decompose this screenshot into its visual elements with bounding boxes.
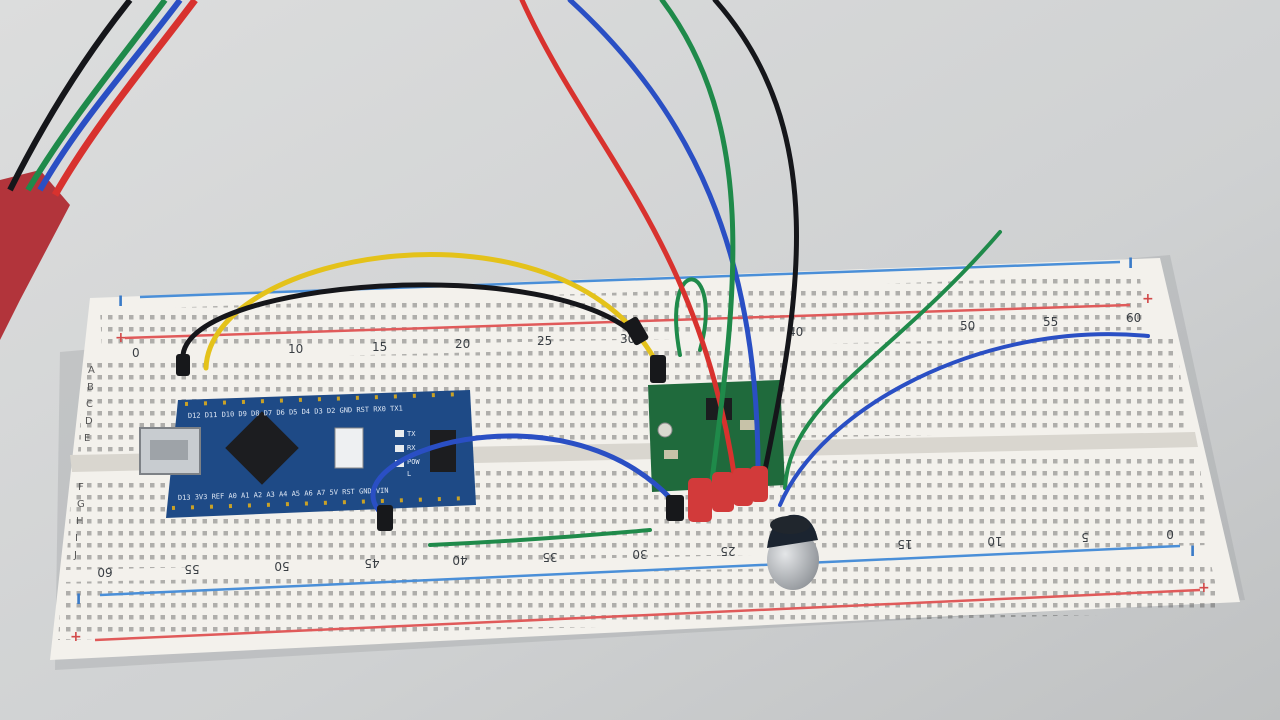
- heatshrink: [733, 468, 753, 506]
- top-column-numbers: 0 10 15 20 25 30 40 50 55 60: [132, 311, 1141, 360]
- row-letter: F: [78, 482, 84, 493]
- nano-led-label: TX: [407, 430, 416, 438]
- cable-bundle: [0, 0, 198, 340]
- col-num-top: 55: [1043, 315, 1058, 329]
- col-num-bottom: 40: [452, 553, 467, 567]
- reset-button[interactable]: [334, 427, 364, 469]
- col-num-bottom: 25: [720, 544, 735, 558]
- wire-green-diagonal: [783, 230, 1002, 490]
- col-num-top: 25: [537, 334, 552, 348]
- rail-minus-sign-top-right: I: [1128, 256, 1133, 272]
- heatshrink: [712, 472, 734, 512]
- bundle-wire-blue: [37, 0, 183, 192]
- top-row-letters: A B C D E: [84, 365, 95, 444]
- row-letter: A: [88, 365, 95, 376]
- arduino-nano: D12 D11 D10 D9 D8 D7 D6 D5 D4 D3 D2 GND …: [139, 390, 476, 518]
- rail-plus-sign-top: +: [115, 330, 127, 346]
- nano-led-label: L: [407, 470, 411, 478]
- bottom-column-numbers: 60 55 50 45 40 35 30 25 15 10 5 0: [97, 527, 1173, 579]
- rail-minus-sign-top: I: [118, 294, 123, 310]
- col-num-bottom: 10: [987, 534, 1002, 548]
- row-letter: C: [86, 399, 93, 410]
- wire-yellow: [203, 252, 658, 371]
- wire-green-arch: [674, 277, 708, 357]
- col-num-bottom: 30: [632, 547, 647, 561]
- rail-minus-sign-bottom-right: I: [1190, 544, 1195, 560]
- top-rail-blue-line: [139, 260, 1121, 299]
- col-num-top: 50: [960, 319, 975, 333]
- nano-led-label: POW: [407, 458, 420, 466]
- bottom-rail-blue-line: [99, 544, 1181, 597]
- row-letter: B: [87, 382, 94, 393]
- col-num-bottom: 55: [184, 562, 199, 576]
- heatshrink: [750, 466, 768, 502]
- row-letter: G: [77, 499, 85, 510]
- bundle-wire-black: [7, 0, 133, 192]
- electrolytic-capacitor: [767, 514, 819, 590]
- wire-blue-right: [778, 332, 1150, 507]
- col-num-bottom: 50: [274, 559, 289, 573]
- wire-blue-long: [567, 0, 761, 483]
- bottom-rail-red-line: [94, 588, 1201, 642]
- rail-plus-sign-top-right: +: [1142, 291, 1154, 307]
- wire-green-long: [659, 0, 736, 483]
- row-letter: J: [73, 550, 77, 561]
- col-num-bottom: 60: [97, 565, 112, 579]
- bundle-wire-green: [25, 0, 168, 192]
- wire-blue-nano: [370, 433, 675, 515]
- row-letter: I: [75, 533, 78, 544]
- wires: [176, 0, 1150, 547]
- col-num-bottom: 15: [897, 537, 912, 551]
- row-letter: D: [85, 416, 93, 427]
- col-num-top: 60: [1126, 311, 1141, 325]
- row-letter: H: [76, 516, 84, 527]
- rail-minus-sign-bottom: I: [76, 592, 81, 608]
- col-num-bottom: 35: [542, 550, 557, 564]
- bottom-row-letters: F G H I J: [73, 482, 85, 561]
- col-num-bottom: 45: [364, 556, 379, 570]
- wire-red-long: [519, 0, 738, 483]
- bundle-wire-red: [51, 0, 198, 197]
- col-num-bottom: 0: [1166, 527, 1174, 541]
- wire-black-long: [712, 0, 799, 473]
- wire-black-jumper: [180, 282, 643, 363]
- rail-plus-sign-bottom-right: +: [1198, 580, 1210, 596]
- row-letter: E: [84, 433, 90, 444]
- col-num-top: 15: [372, 340, 387, 354]
- nano-led-label: RX: [407, 444, 416, 452]
- nano-pcb: [166, 390, 476, 518]
- voltage-regulator: [430, 430, 456, 472]
- col-num-bottom: 5: [1081, 530, 1089, 544]
- col-num-top: 0: [132, 346, 140, 360]
- rail-plus-sign-bottom: +: [70, 629, 82, 645]
- atmega-chip: [225, 411, 299, 485]
- heatshrink: [688, 478, 712, 522]
- current-trim-potentiometer[interactable]: [657, 422, 673, 438]
- col-num-top: 10: [288, 342, 303, 356]
- wire-green-bottom: [428, 528, 652, 547]
- col-num-top: 20: [455, 337, 470, 351]
